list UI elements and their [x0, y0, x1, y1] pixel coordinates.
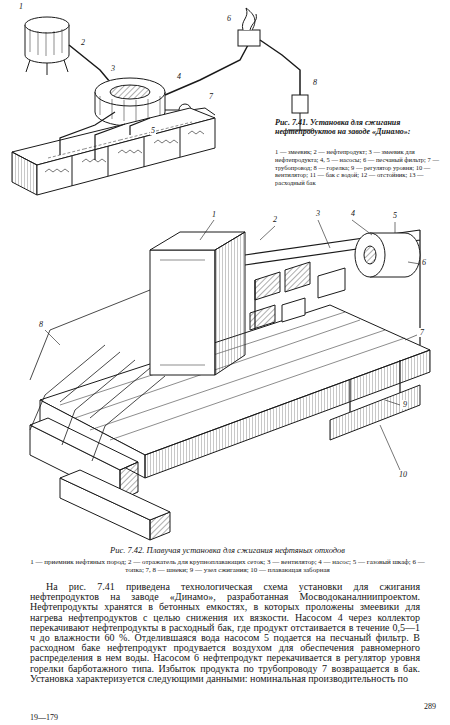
page-number: 289: [424, 702, 436, 711]
callout-number: 2: [80, 38, 86, 47]
fig-7-41: [12, 8, 312, 195]
callout-number: 4: [350, 209, 356, 218]
figure-legend: 1 — змеевик; 2 — нефтепродукт; 3 — змеев…: [275, 148, 440, 187]
callout-number: 8: [312, 78, 318, 87]
figure-caption: Рис. 7.41. Установка для сжигания нефтеп…: [275, 118, 440, 136]
callout-number: 6: [226, 14, 232, 23]
callout-number: 9: [402, 400, 408, 409]
figure-legend: 1 — приемник нефтяных пород; 2 — отражат…: [30, 558, 425, 575]
callout-number: 1: [211, 210, 217, 219]
page-signature: 19—179: [30, 713, 58, 722]
callout-number: 3: [315, 209, 321, 218]
figure-caption: Рис. 7.42. Плавучая установка для сжиган…: [30, 546, 425, 556]
callout-number: 5: [392, 211, 398, 220]
callout-number: 2: [272, 215, 278, 224]
callout-number: 8: [38, 320, 44, 329]
callout-number: 5: [150, 126, 156, 135]
fig-7-42: [30, 220, 430, 540]
callout-number: 3: [110, 64, 116, 73]
callout-number: 4: [176, 72, 182, 81]
callout-number: 7: [419, 328, 425, 337]
body-text: На рис. 7.41 приведена технологическая с…: [30, 582, 420, 684]
callout-number: 1: [18, 2, 24, 11]
callout-number: 10: [398, 470, 408, 479]
callout-number: 7: [208, 92, 214, 101]
callout-number: 6: [421, 258, 427, 267]
